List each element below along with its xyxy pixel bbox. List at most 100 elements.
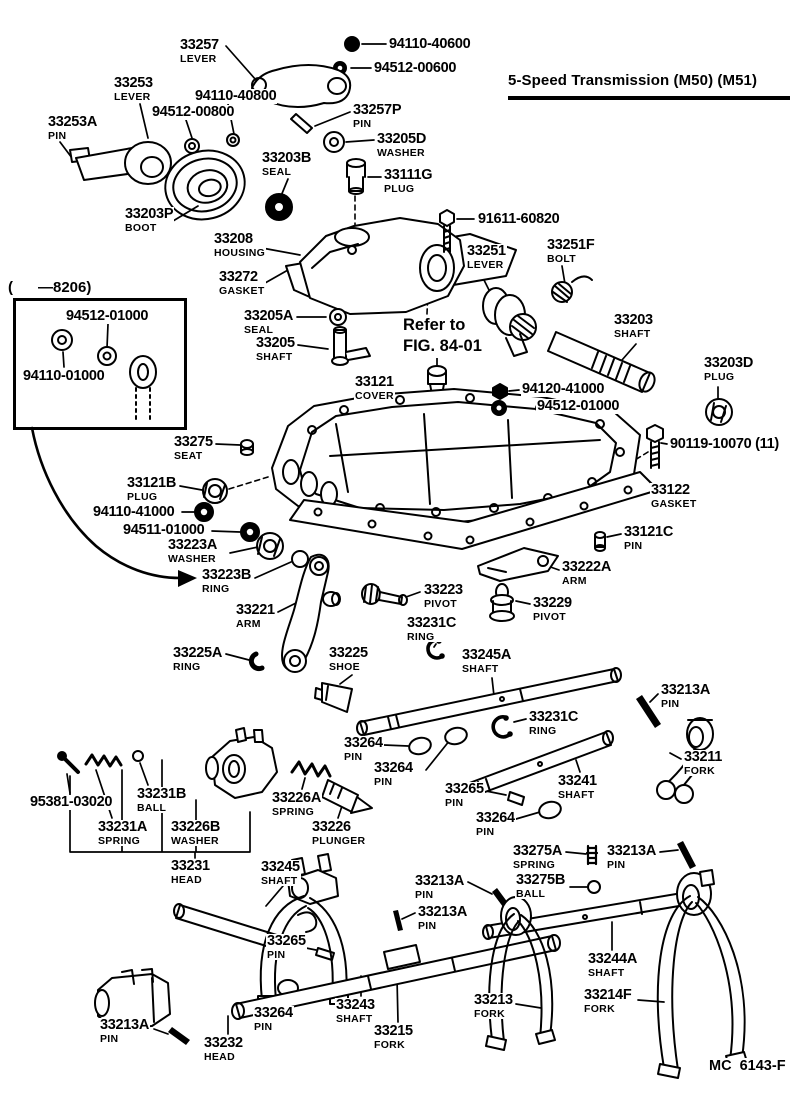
bolt-90119 [646,424,664,469]
part-number: 33205D [377,131,426,147]
part-number: 33264 [476,810,515,826]
pin-33213a-icon-1 [636,695,661,728]
part-name: HOUSING [214,246,266,259]
part-number: 33229 [533,595,572,611]
fork-33214f [656,869,748,1079]
part-number: 33251F [547,237,595,253]
nut-94110 [194,502,214,522]
part-label: 94512-00800 [151,105,236,120]
part-number: 33213A [661,682,710,698]
part-number: 33226B [171,819,220,835]
refer-note-line1: Refer to [403,316,466,334]
part-number: 33121 [355,374,394,390]
part-name: PLUG [384,182,415,195]
part-number: 33208 [214,231,253,247]
lever-33253 [69,141,172,185]
part-number: 33241 [558,773,597,789]
arm-33222a [477,547,559,582]
part-label: 94512-01000 [536,399,621,414]
part-name: BALL [137,801,167,814]
detent-parts [57,727,373,814]
part-number: 94110-41000 [93,504,175,520]
pin-33213a-icon-4 [393,910,403,931]
part-name: FORK [584,1002,615,1015]
part-number: 33203B [262,150,311,166]
part-name: WASHER [171,834,219,847]
part-number: 91611-60820 [478,211,560,227]
part-number: 33221 [236,602,275,618]
part-number: 33275 [174,434,213,450]
part-number: 33257 [180,37,219,53]
part-label: 94120-41000 [521,382,606,397]
part-name: HEAD [204,1050,235,1063]
part-number: 33222A [562,559,611,575]
shoe-33225 [314,682,353,713]
part-name: PIN [418,919,437,932]
part-name: LEVER [467,258,504,271]
part-number: 33231A [98,819,147,835]
part-number: 33275B [516,872,565,888]
lever-33251 [482,287,537,357]
washer-33223a [256,532,284,560]
inset-arrow [30,426,197,587]
part-number: 33205 [256,335,295,351]
part-number: 33253A [48,114,97,130]
shaft-33243 [231,934,561,1020]
part-name: SHOE [329,660,360,673]
plug-33111g [346,158,366,195]
spring-33275a [585,844,601,894]
part-name: PIN [661,697,680,710]
seal-33205a [329,308,347,326]
part-name: PIN [100,1032,119,1045]
part-name: RING [529,724,557,737]
plug-33203d [705,398,733,426]
part-name: HEAD [171,873,202,886]
part-name: LEVER [180,52,217,65]
part-name: FORK [684,764,715,777]
part-number: 33226 [312,819,351,835]
part-name: PIN [374,775,393,788]
part-name: SHAFT [462,662,499,675]
part-label: 95381-03020 [29,794,114,810]
part-number: 94511-01000 [123,522,205,538]
part-label: 91611-60820 [477,211,561,227]
part-number: 33264 [344,735,383,751]
ring-33223b [291,550,309,568]
part-number: 33121C [624,524,673,540]
part-name: GASKET [219,284,265,297]
part-number: 33223 [424,582,463,598]
part-number: 33122 [651,482,690,498]
pin-33213a-icon-5 [168,1027,190,1045]
part-name: SHAFT [336,1012,373,1025]
part-number: 95381-03020 [30,794,113,810]
part-name: SEAL [262,165,292,178]
part-name: ARM [562,574,587,587]
cover-33121 [271,388,641,524]
part-number: 33253 [114,75,153,91]
part-number: 33225 [329,645,368,661]
part-name: BALL [516,887,546,900]
part-name: RING [407,630,435,643]
part-name: PIN [415,888,434,901]
part-number: 33211 [684,749,723,765]
part-name: WASHER [377,146,425,159]
part-name: BOOT [125,221,157,234]
part-number: 33265 [267,933,306,949]
